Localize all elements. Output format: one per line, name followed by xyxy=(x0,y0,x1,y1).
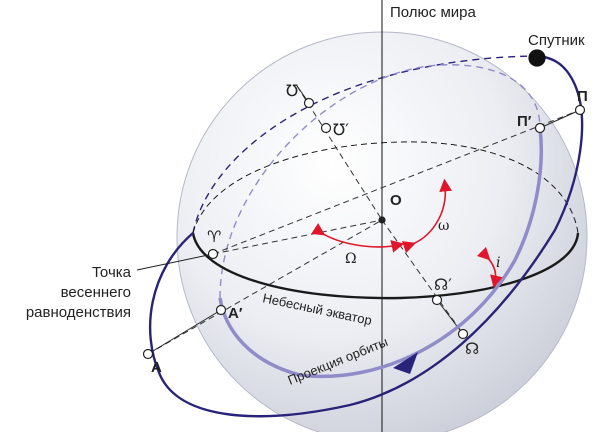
equator-back-half xyxy=(192,141,579,234)
point-a-label: А xyxy=(151,359,162,376)
celestial-pole-label: Полюс мира xyxy=(390,4,476,21)
point-apogee xyxy=(303,97,315,109)
ascending-node-projection-label: ☊′ xyxy=(434,275,452,294)
projection-back-half xyxy=(219,64,541,299)
point-aries xyxy=(207,248,219,260)
point-perigee xyxy=(574,104,586,116)
point-node-projection xyxy=(431,294,443,306)
vernal-equinox-label-line2: весеннего xyxy=(61,284,131,301)
apogee-projection-symbol-label: ℧′ xyxy=(333,120,349,139)
center-label: О xyxy=(390,192,402,209)
points xyxy=(142,49,586,360)
orbit-direction-arrow xyxy=(393,352,418,374)
ascending-node-label: ☊ xyxy=(465,339,479,358)
point-a xyxy=(142,348,154,360)
vernal-equinox-label-line3: равноденствия xyxy=(26,304,131,321)
angle-inclination-arc xyxy=(476,246,503,289)
perigee-projection-label: П′ xyxy=(517,113,532,130)
point-a-projection xyxy=(215,304,227,316)
point-apogee-projection xyxy=(320,122,332,134)
equator-front-half xyxy=(191,232,580,300)
angle-arg-perigee-arc xyxy=(401,178,453,254)
angle-raan-label: Ω xyxy=(345,251,357,267)
point-a-projection-label: А′ xyxy=(228,305,243,322)
orbit-back-half xyxy=(192,55,534,234)
angle-inclination-label: i xyxy=(496,255,500,271)
orbit-front-half xyxy=(148,54,584,418)
angle-arg-perigee-label: ω xyxy=(438,218,449,234)
vernal-equinox-label-line1: Точка xyxy=(92,264,132,281)
perigee-label: П xyxy=(577,88,588,105)
angle-raan-arc xyxy=(311,223,405,253)
aries-symbol-label: ♈ xyxy=(207,227,221,246)
projection-front-half xyxy=(218,127,544,379)
vernal-equinox-leader xyxy=(136,253,214,271)
point-node xyxy=(457,328,469,340)
apogee-symbol-label: ℧ xyxy=(286,81,298,100)
satellite-label: Спутник xyxy=(528,32,585,49)
satellite-body xyxy=(528,49,546,67)
point-center xyxy=(378,216,386,224)
point-perigee-projection xyxy=(534,122,546,134)
